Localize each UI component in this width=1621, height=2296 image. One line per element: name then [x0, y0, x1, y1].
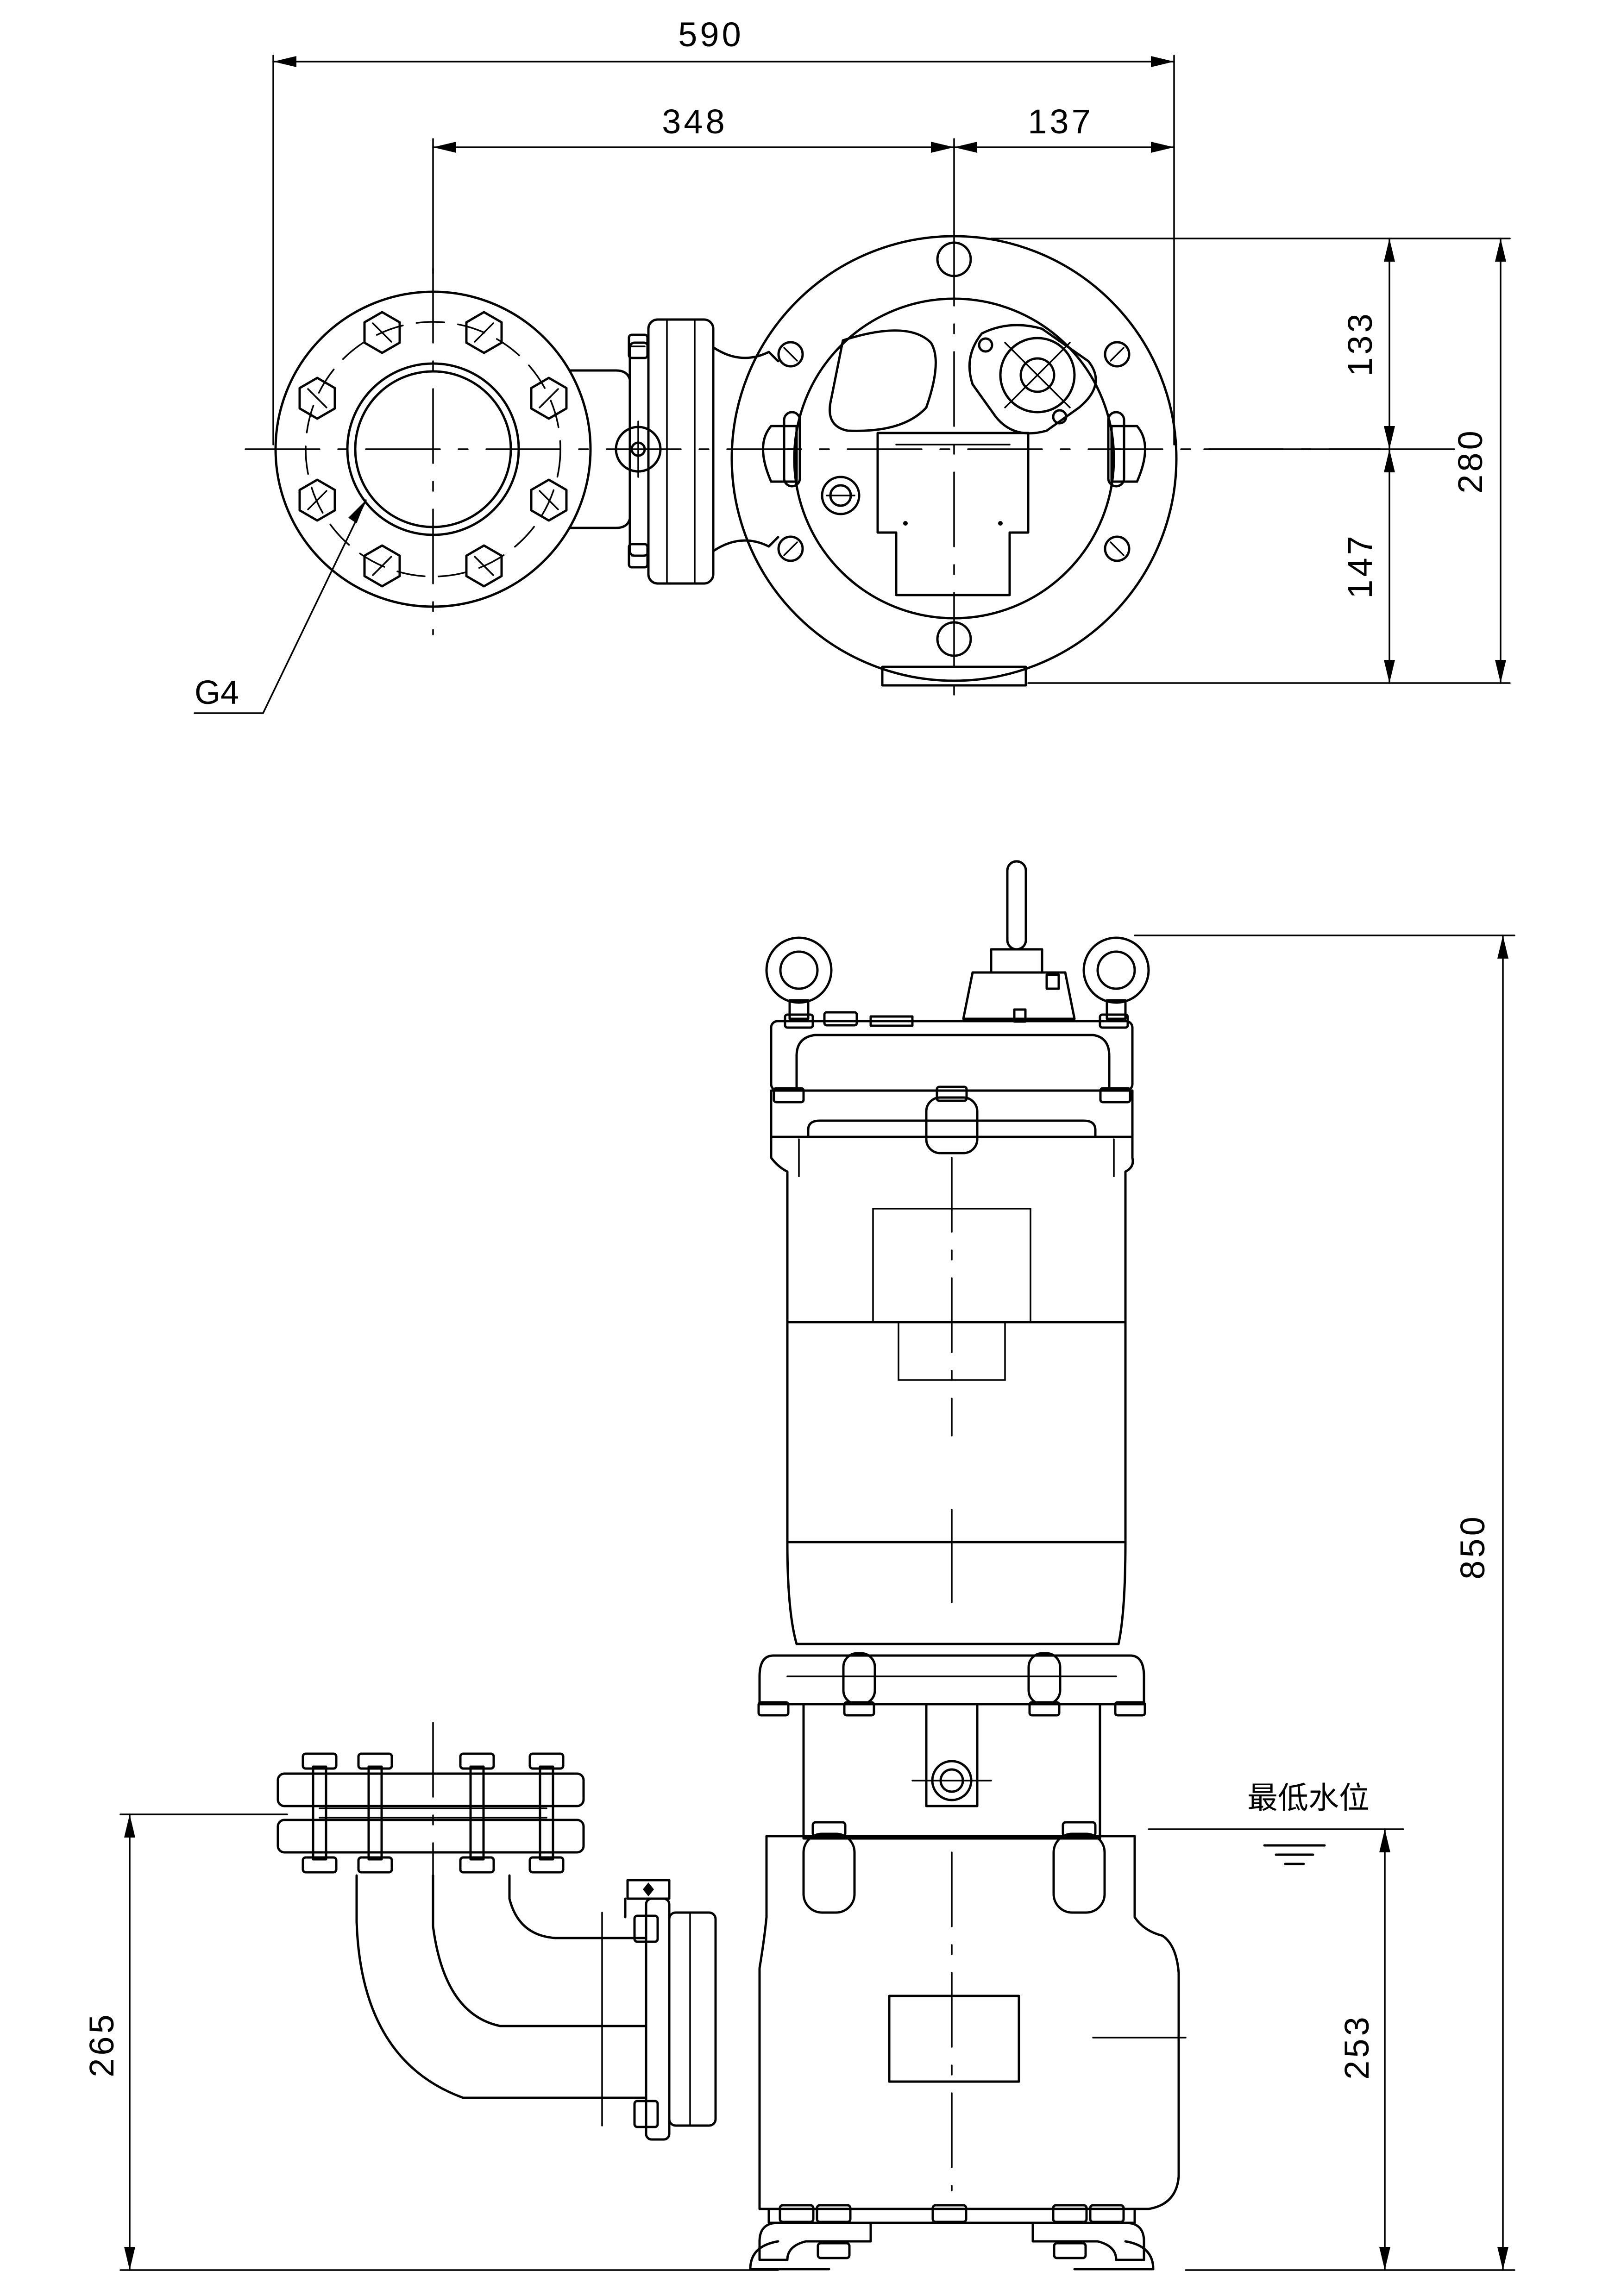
discharge-flange-bolts: [302, 1752, 565, 1874]
dim-850-label: 850: [1453, 1514, 1492, 1579]
pump-body-plan: [730, 231, 1178, 705]
dim-right-plan: 133 147 280: [990, 238, 1511, 684]
motor-cap: [770, 1011, 1134, 1092]
flange-bolts: [298, 311, 568, 588]
dim-253-label: 253: [1338, 2014, 1376, 2079]
dim-348-137: 348 137: [432, 102, 1175, 274]
dim-590: 590: [272, 15, 1175, 445]
dim-137-label: 137: [1028, 102, 1093, 141]
dim-265: 265: [82, 1813, 779, 2271]
cable-inlet: [962, 860, 1076, 1023]
terminal-box-plan: [968, 324, 1097, 435]
dim-253: 253 最低水位: [1148, 1780, 1404, 2271]
dim-265-label: 265: [82, 2012, 121, 2077]
shaft-neck: [802, 1703, 1101, 1840]
g4-leader: G4: [194, 499, 367, 714]
dim-850: 850: [1134, 935, 1515, 2271]
dim-590-label: 590: [678, 15, 743, 54]
discharge-neck-plan: [568, 318, 779, 585]
lug-left: [783, 411, 801, 488]
pump-casing: [758, 1821, 1187, 2210]
dim-348-label: 348: [662, 102, 727, 141]
upper-flange: [770, 1085, 1134, 1154]
bore-size-label: G4: [195, 674, 239, 711]
lifting-eyes: [765, 936, 1150, 1020]
outlet-flange: [601, 1879, 717, 2141]
elevation-view: 850 265 253 最低水位: [82, 860, 1515, 2271]
dim-133-label: 133: [1341, 311, 1379, 376]
motor-casing: [770, 1135, 1134, 1645]
dim-280-label: 280: [1451, 428, 1489, 493]
discharge-flange-plan: [274, 268, 592, 635]
lower-flange: [757, 1652, 1146, 1717]
base-stand: [749, 2204, 1155, 2271]
dim-147-label: 147: [1341, 533, 1379, 598]
min-water-level-label: 最低水位: [1247, 1780, 1370, 1816]
plan-view: 590 348 137 133: [194, 15, 1511, 714]
discharge-flange-elev: [276, 1722, 585, 1900]
lug-right: [1107, 411, 1125, 488]
discharge-elbow: [355, 1874, 647, 2099]
